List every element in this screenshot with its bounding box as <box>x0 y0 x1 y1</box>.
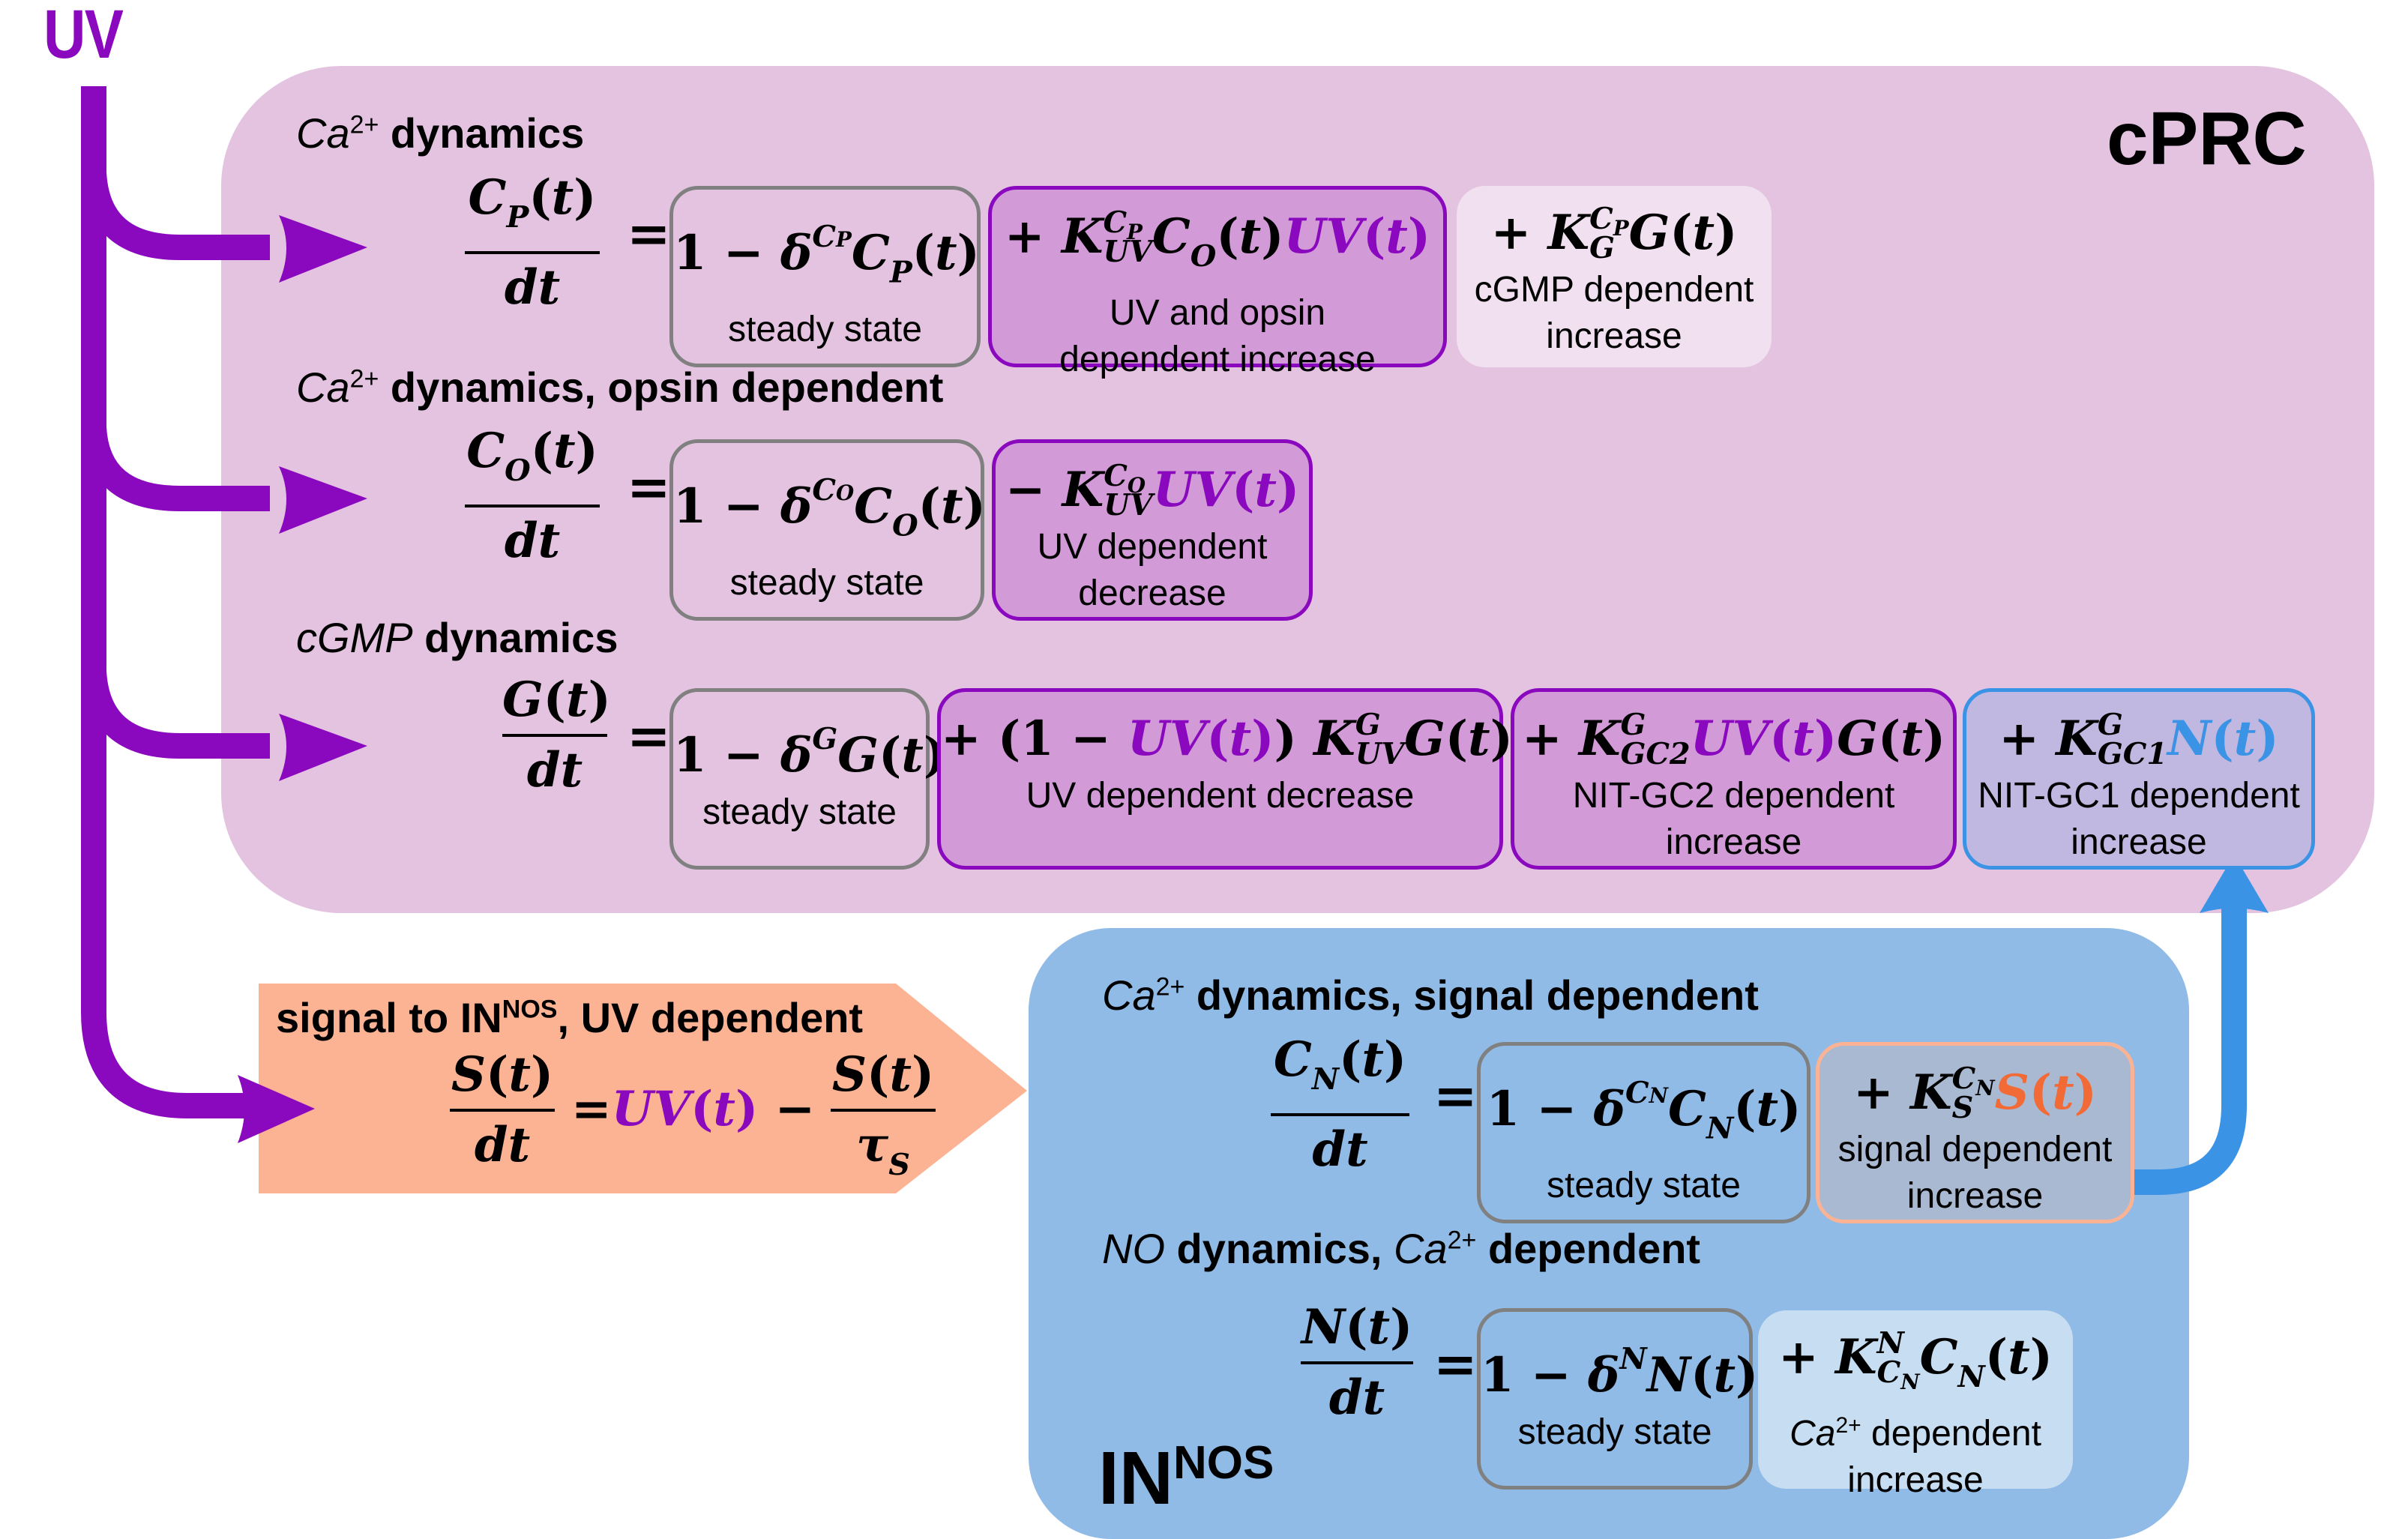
uv-arrowhead-3 <box>279 714 367 781</box>
term-cp-steady-state: 1 − δCPCP(t) steady state <box>669 186 981 367</box>
equals-sign: = <box>627 202 671 265</box>
signal-rhs-fraction: S(t) τS <box>831 1046 936 1182</box>
uv-arrowhead-2 <box>279 466 367 534</box>
term-cn-steady-state: 1 − δCNCN(t) steady state <box>1477 1042 1810 1223</box>
cprc-title: cPRC <box>2107 97 2307 181</box>
eq-cn-lhs: CN(t) dt <box>1271 1031 1409 1179</box>
uv-arrowhead-4 <box>238 1075 315 1143</box>
equals-sign: = <box>627 705 671 767</box>
uv-arrowhead-1 <box>279 215 367 283</box>
eq-cp-header: Ca2+ dynamics <box>296 109 585 157</box>
no-feedback-arrow <box>2078 855 2269 1195</box>
equals-sign: = <box>627 456 671 518</box>
eq-g-header: cGMP dynamics <box>296 614 618 661</box>
eq-g-lhs: G(t) dt <box>502 672 611 798</box>
eq-co-lhs: CO(t) dt <box>465 422 600 570</box>
term-g-steady-state: 1 − δGG(t) steady state <box>669 688 946 870</box>
term-n-steady-state: 1 − δNN(t) steady state <box>1477 1308 1758 1490</box>
eq-co-header: Ca2+ dynamics, opsin dependent <box>296 364 944 411</box>
signal-lhs: S(t) dt <box>450 1046 555 1173</box>
eq-cn-header: Ca2+ dynamics, signal dependent <box>1102 972 1759 1019</box>
equals-sign: = <box>1433 1064 1478 1127</box>
signal-rhs: =UV(t) − <box>571 1081 816 1137</box>
uv-arrow-tree <box>81 86 367 1143</box>
ca-charge: 2+ <box>1835 1412 1861 1438</box>
signal-header: signal to INNOS, UV dependent <box>276 994 864 1041</box>
ca-text: Ca <box>1790 1413 1836 1454</box>
equals-sign: = <box>1433 1333 1478 1395</box>
signal-compartment <box>259 984 1027 1193</box>
term-co-steady-state: 1 − δCOCO(t) steady state <box>669 439 986 621</box>
eq-cp-lhs: CP(t) dt <box>465 169 600 317</box>
eq-n-header: NO dynamics, Ca2+ dependent <box>1102 1225 1701 1272</box>
uv-input-label: UV <box>43 0 124 73</box>
innos-title: INNOS <box>1098 1436 1274 1520</box>
eq-n-lhs: N(t) dt <box>1301 1299 1413 1426</box>
